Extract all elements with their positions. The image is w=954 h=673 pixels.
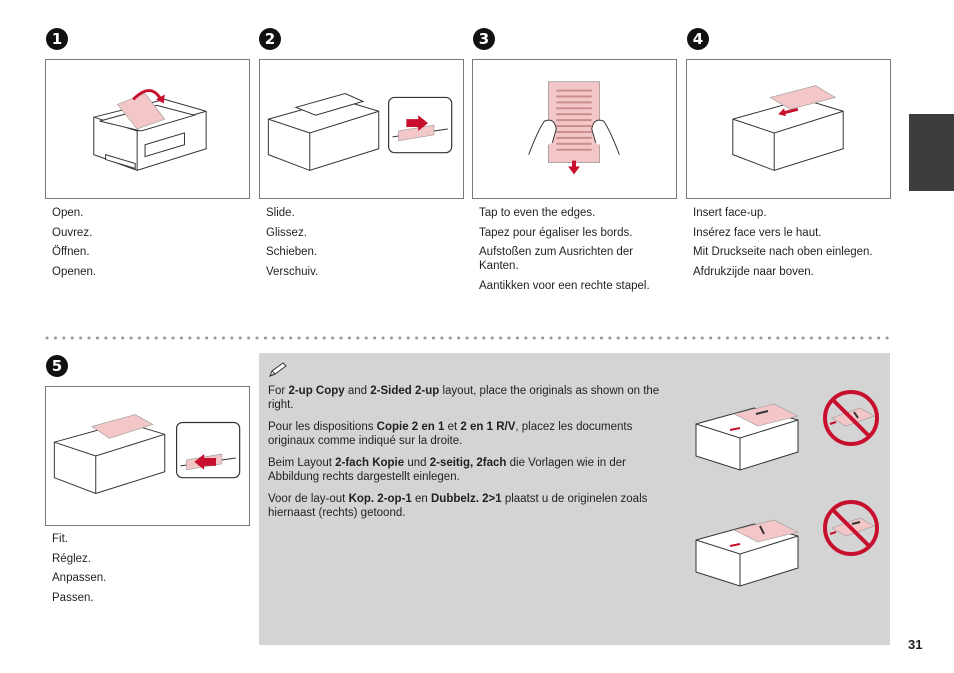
pencil-note-icon: [269, 362, 287, 377]
note-paragraph-fr: Pour les dispositions Copie 2 en 1 et 2 …: [268, 421, 633, 447]
page-number: 31: [908, 637, 923, 652]
step-number-4: 4: [687, 28, 709, 50]
illustration-open-adf: [45, 59, 250, 199]
illustration-slide-guide: [259, 59, 464, 199]
no-wrong-placement-icon-2: [823, 500, 879, 556]
step-3-captions: Tap to even the edges. Tapez pour égalis…: [479, 206, 669, 298]
caption-line: Open.: [52, 207, 84, 219]
note-text: For 2-up Copy and 2-Sided 2-up layout, p…: [268, 384, 668, 528]
step-number-1: 1: [46, 28, 68, 50]
caption-line: Tap to even the edges.: [479, 207, 596, 219]
illustration-fit-guide: [45, 386, 250, 526]
caption-line: Slide.: [266, 207, 295, 219]
note-panel: [259, 353, 890, 645]
note-paragraph-nl: Voor de lay-out Kop. 2-op-1 en Dubbelz. …: [268, 493, 648, 519]
caption-line: Fit.: [52, 533, 68, 545]
caption-line: Aantikken voor een rechte stapel.: [479, 279, 650, 292]
caption-line: Öffnen.: [52, 246, 90, 258]
caption-line: Glissez.: [266, 226, 307, 239]
caption-line: Réglez.: [52, 552, 91, 565]
caption-line: Passen.: [52, 591, 94, 604]
illustration-tap-edges: [472, 59, 677, 199]
caption-line: Afdrukzijde naar boven.: [693, 265, 814, 278]
caption-line: Insert face-up.: [693, 207, 767, 219]
note-paragraph-en: For 2-up Copy and 2-Sided 2-up layout, p…: [268, 385, 660, 411]
step-5-captions: Fit. Réglez. Anpassen. Passen.: [52, 532, 242, 610]
caption-line: Ouvrez.: [52, 226, 93, 239]
dotted-divider: [45, 336, 891, 340]
caption-line: Anpassen.: [52, 572, 107, 584]
step-number-2: 2: [259, 28, 281, 50]
caption-line: Openen.: [52, 265, 97, 278]
step-1-captions: Open. Ouvrez. Öffnen. Openen.: [52, 206, 242, 284]
step-2-captions: Slide. Glissez. Schieben. Verschuiv.: [266, 206, 456, 284]
caption-line: Aufstoßen zum Ausrichten der Kanten.: [479, 246, 634, 272]
no-wrong-placement-icon-1: [823, 390, 879, 446]
step-number-5: 5: [46, 355, 68, 377]
caption-line: Mit Druckseite nach oben einlegen.: [693, 246, 873, 258]
caption-line: Insérez face vers le haut.: [693, 226, 822, 239]
printer-correct-placement-2: [695, 519, 799, 587]
illustration-insert-face-up: [686, 59, 891, 199]
caption-line: Verschuiv.: [266, 265, 319, 278]
caption-line: Tapez pour égaliser les bords.: [479, 226, 633, 239]
printer-correct-placement-1: [695, 403, 799, 471]
note-paragraph-de: Beim Layout 2-fach Kopie und 2-seitig, 2…: [268, 457, 626, 483]
step-number-3: 3: [473, 28, 495, 50]
caption-line: Schieben.: [266, 246, 318, 258]
step-4-captions: Insert face-up. Insérez face vers le hau…: [693, 206, 889, 284]
chapter-tab: [909, 114, 954, 191]
